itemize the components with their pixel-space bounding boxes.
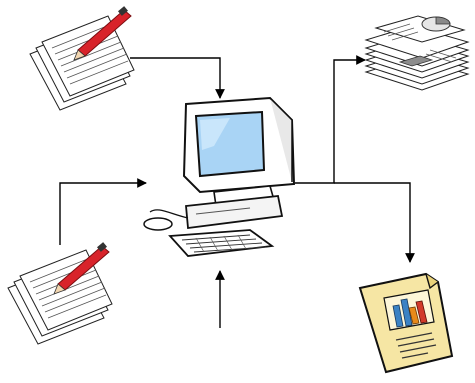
bar-chart-document-icon xyxy=(360,274,452,372)
desktop-computer-icon xyxy=(144,98,294,256)
connector-computer-to-chart-document xyxy=(334,183,410,262)
connector-computer-to-reports xyxy=(295,60,365,183)
connector-top-notes-to-computer xyxy=(130,58,220,98)
notepad-with-pen-icon xyxy=(30,6,134,110)
notepad-with-pen-icon xyxy=(8,242,112,344)
connector-bottom-notes-to-computer xyxy=(60,183,146,245)
stacked-reports-icon xyxy=(366,16,468,90)
